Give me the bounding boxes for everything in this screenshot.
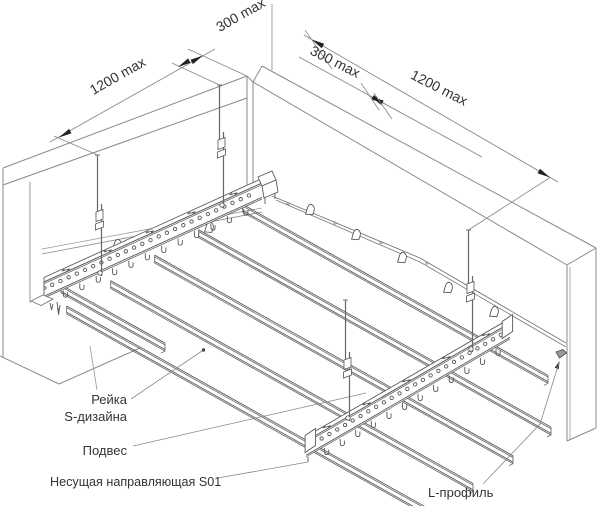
- svg-text:S-дизайна: S-дизайна: [64, 409, 127, 424]
- svg-text:Несущая направляющая S01: Несущая направляющая S01: [50, 475, 221, 489]
- svg-text:L-профиль: L-профиль: [428, 485, 494, 500]
- svg-text:Подвес: Подвес: [83, 443, 128, 458]
- svg-text:Рейка: Рейка: [91, 392, 128, 407]
